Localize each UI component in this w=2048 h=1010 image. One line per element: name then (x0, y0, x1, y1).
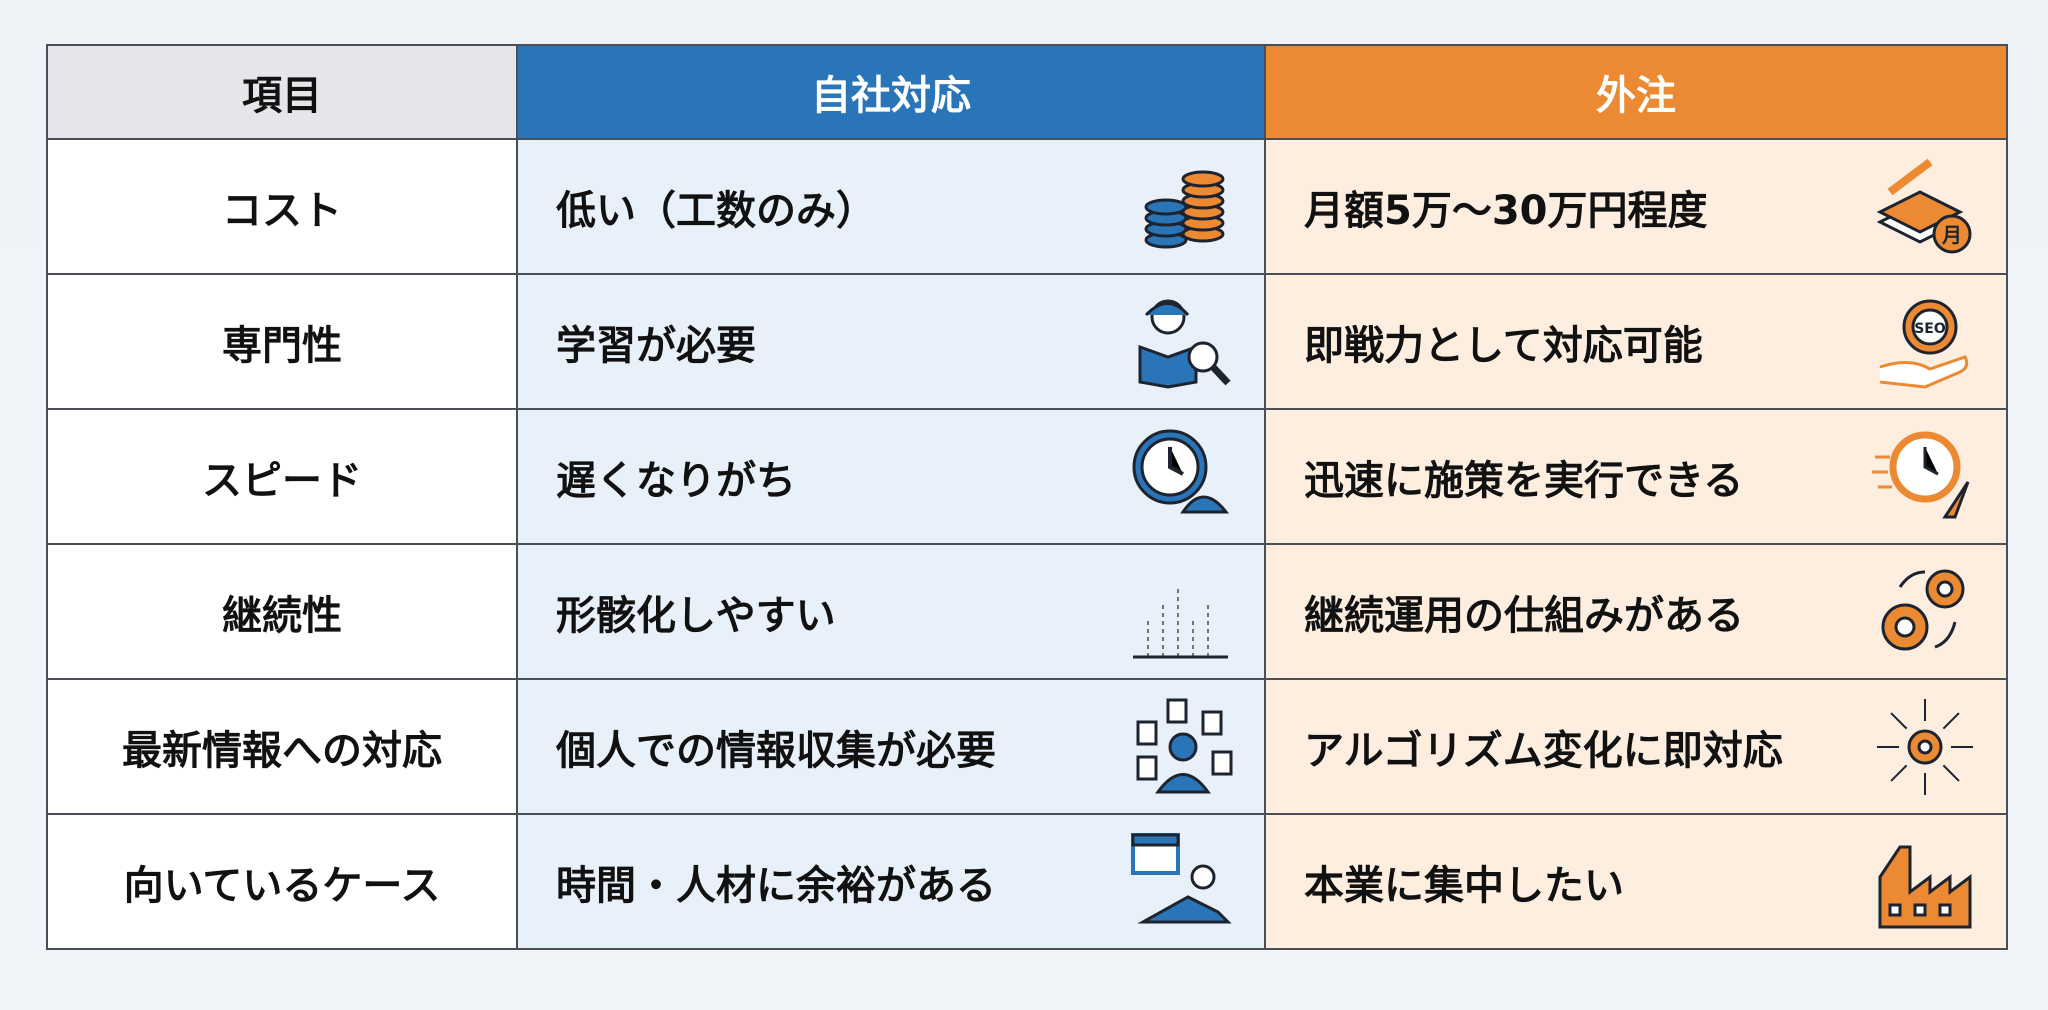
svg-text:月: 月 (1941, 223, 1962, 247)
row-item: スピード (46, 408, 518, 545)
header-outsource: 外注 (1264, 44, 2008, 140)
outsource-cell: 月額5万〜30万円程度月 (1264, 138, 2008, 275)
table-row: 専門性 学習が必要 即戦力として対応可能 SEO (46, 273, 2008, 410)
inhouse-text: 形骸化しやすい (556, 592, 836, 639)
row-item: コスト (46, 138, 518, 275)
person-reading-icon (1138, 299, 1231, 389)
outsource-text: 本業に集中したい (1304, 862, 1624, 909)
factory-icon (1878, 845, 1972, 928)
comparison-table: 項目 自社対応 外注 コスト 低い（工数のみ） 月額5万〜30万円程度月専門性 … (46, 44, 2008, 950)
inhouse-cell: 時間・人材に余裕がある (516, 813, 1266, 950)
person-documents-icon (1136, 698, 1233, 793)
inhouse-cell: 個人での情報収集が必要 (516, 678, 1266, 815)
inhouse-text: 時間・人材に余裕がある (556, 862, 996, 909)
inhouse-cell: 形骸化しやすい (516, 543, 1266, 680)
inhouse-cell: 低い（工数のみ） (516, 138, 1266, 275)
outsource-cell: 本業に集中したい (1264, 813, 2008, 950)
header-row: 項目 自社対応 外注 (46, 44, 2008, 140)
gears-cycle-icon (1881, 569, 1965, 650)
table-row: スピード 遅くなりがち 迅速に施策を実行できる (46, 408, 2008, 545)
calendar-relax-icon (1131, 832, 1232, 923)
outsource-cell: アルゴリズム変化に即対応 (1264, 678, 2008, 815)
coins-icon (1144, 170, 1225, 248)
fading-bars-icon (1133, 586, 1228, 658)
inhouse-text: 低い（工数のみ） (556, 187, 876, 234)
outsource-text: 月額5万〜30万円程度 (1304, 187, 1708, 234)
inhouse-cell: 遅くなりがち (516, 408, 1266, 545)
outsource-text: 迅速に施策を実行できる (1304, 457, 1744, 504)
outsource-cell: 迅速に施策を実行できる (1264, 408, 2008, 545)
header-item: 項目 (46, 44, 518, 140)
table-row: 向いているケース 時間・人材に余裕がある 本業に集中したい (46, 813, 2008, 950)
inhouse-text: 個人での情報収集が必要 (556, 727, 996, 774)
outsource-cell: 即戦力として対応可能 SEO (1264, 273, 2008, 410)
clock-rocket-icon (1872, 431, 1970, 518)
row-item: 向いているケース (46, 813, 518, 950)
row-item: 継続性 (46, 543, 518, 680)
table-row: 最新情報への対応 個人での情報収集が必要 アルゴリズム変化に即対応 (46, 678, 2008, 815)
table-row: コスト 低い（工数のみ） 月額5万〜30万円程度月 (46, 138, 2008, 275)
inhouse-text: 遅くなりがち (556, 457, 796, 504)
gear-arrows-icon (1877, 698, 1973, 795)
inhouse-cell: 学習が必要 (516, 273, 1266, 410)
table-row: 継続性 形骸化しやすい 継続運用の仕組みがある (46, 543, 2008, 680)
money-stack-icon: 月 (1876, 158, 1972, 253)
row-item: 最新情報への対応 (46, 678, 518, 815)
inhouse-text: 学習が必要 (556, 322, 756, 369)
outsource-text: 即戦力として対応可能 (1304, 322, 1703, 369)
outsource-cell: 継続運用の仕組みがある (1264, 543, 2008, 680)
header-inhouse: 自社対応 (516, 44, 1266, 140)
row-item: 専門性 (46, 273, 518, 410)
svg-text:SEO: SEO (1914, 321, 1946, 337)
outsource-text: 継続運用の仕組みがある (1304, 592, 1744, 639)
seo-gear-hand-icon: SEO (1879, 299, 1969, 389)
outsource-text: アルゴリズム変化に即対応 (1304, 727, 1783, 774)
clock-turtle-icon (1132, 429, 1230, 513)
